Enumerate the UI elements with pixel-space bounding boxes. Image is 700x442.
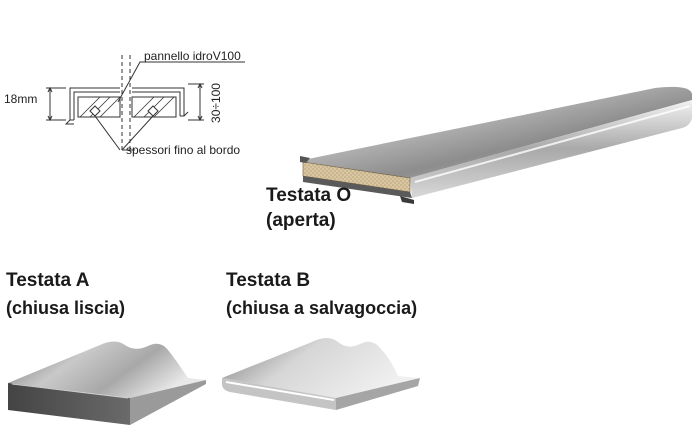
- profile-b-image: [222, 338, 420, 410]
- height-dimension-label: 18mm: [4, 92, 38, 106]
- depth-dimension-label: 30÷100: [208, 83, 223, 123]
- profile-b-title: Testata B: [226, 270, 311, 291]
- profile-o-title: Testata O: [266, 185, 352, 206]
- profile-o-image: [300, 86, 692, 204]
- profile-a-image: [8, 341, 206, 425]
- profile-a-subtitle: (chiusa liscia): [6, 298, 126, 318]
- profile-a-title: Testata A: [6, 270, 90, 291]
- profile-o-subtitle: (aperta): [266, 210, 336, 231]
- profile-b-subtitle: (chiusa a salvagoccia): [226, 298, 418, 318]
- shims-label: spessori fino al bordo: [126, 143, 241, 157]
- section-drawing: [46, 55, 245, 151]
- panel-label: pannello idroV100: [144, 49, 241, 63]
